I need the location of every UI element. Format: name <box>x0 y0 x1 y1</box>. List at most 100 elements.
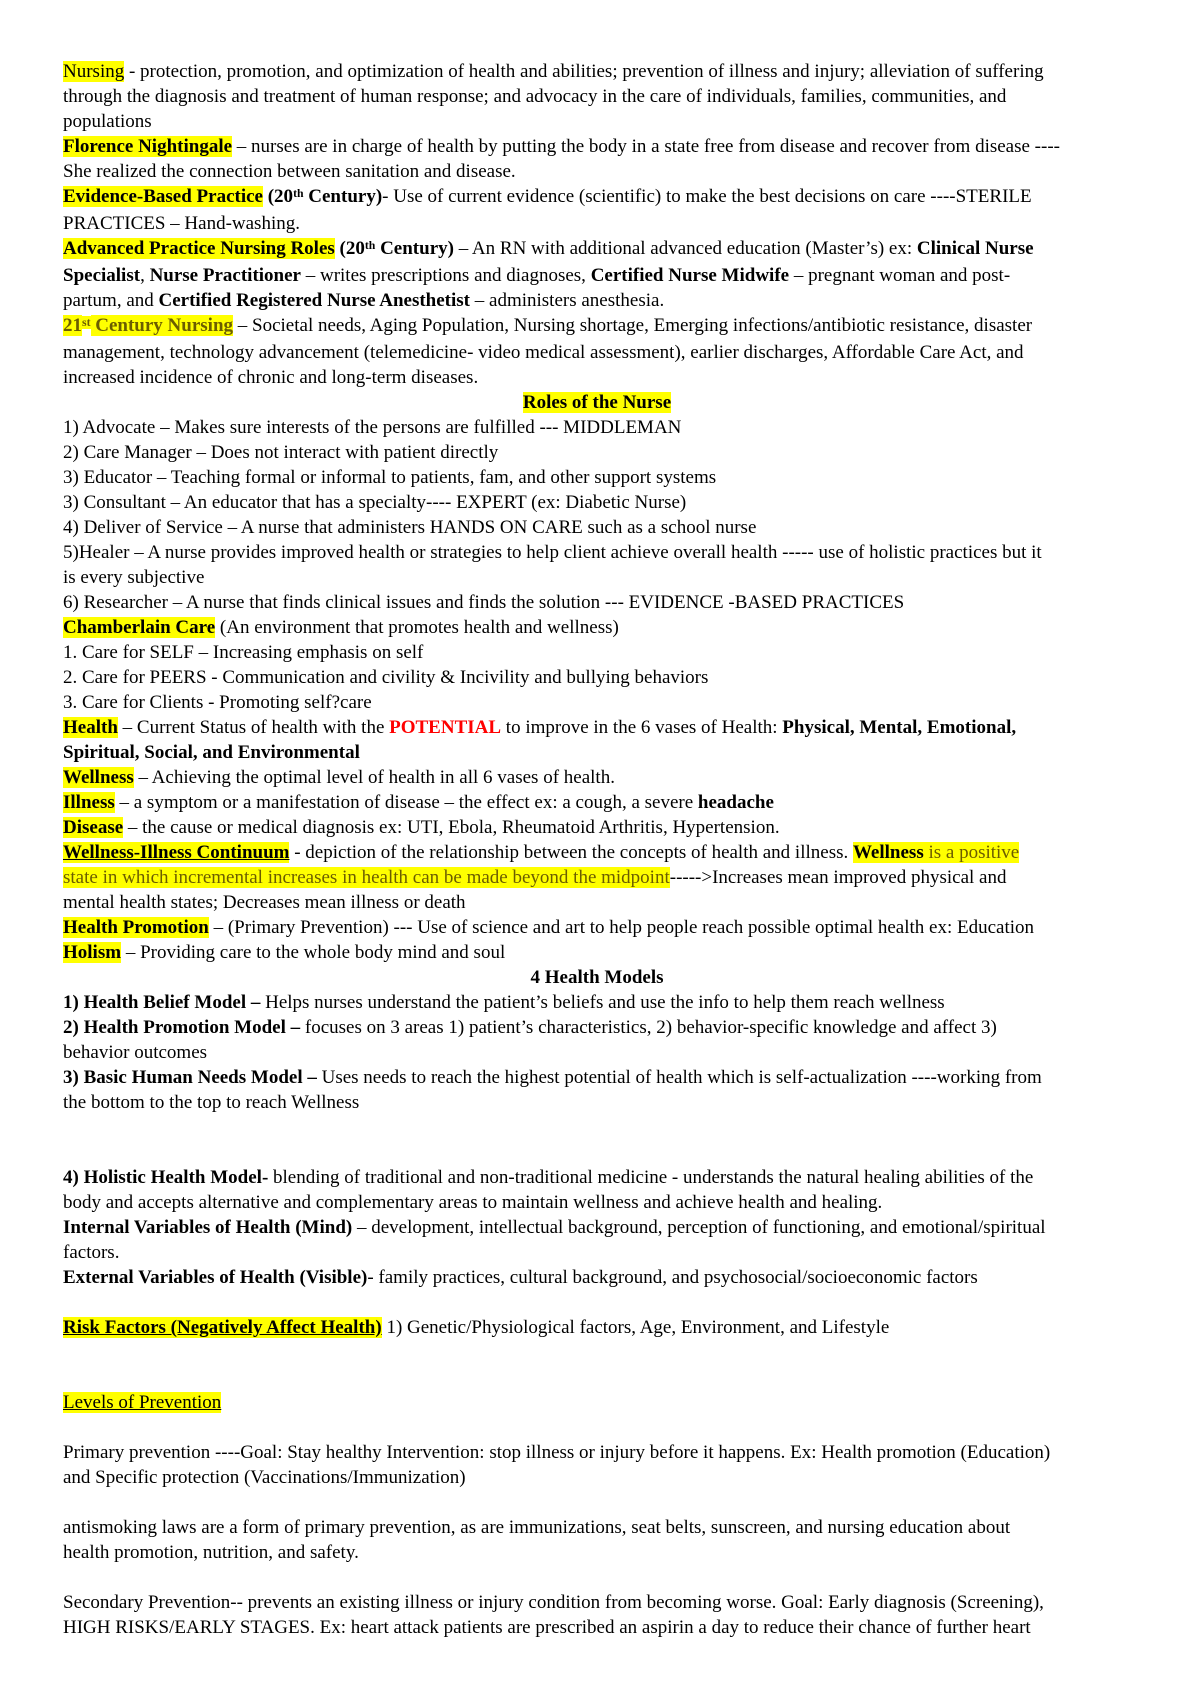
text-run: – the cause or medical diagnosis ex: UTI… <box>123 817 780 838</box>
text-run: state in which incremental increases in … <box>63 867 670 888</box>
text-line: Chamberlain Care (An environment that pr… <box>63 615 1131 640</box>
text-run: the bottom to the top to reach Wellness <box>63 1092 360 1113</box>
text-run: – administers anesthesia. <box>470 290 665 311</box>
text-run: – writes prescriptions and diagnoses, <box>300 265 591 286</box>
text-run: Internal Variables of Health (Mind) <box>63 1217 353 1238</box>
text-run: Helps nurses understand the patient’s be… <box>260 992 945 1013</box>
text-run: through the diagnosis and treatment of h… <box>63 86 1007 107</box>
text-line: populations <box>63 109 1131 134</box>
text-line: is every subjective <box>63 565 1131 590</box>
text-run: Disease <box>63 817 124 838</box>
text-run: , <box>140 265 150 286</box>
text-run: 3) Consultant – An educator that has a s… <box>63 492 687 513</box>
text-run: Physical, Mental, Emotional, <box>782 717 1017 738</box>
text-line: Spiritual, Social, and Environmental <box>63 740 1131 765</box>
text-line: Evidence-Based Practice (20th Century)- … <box>63 184 1131 211</box>
text-run: Century) <box>303 186 383 207</box>
text-run: Century Nursing <box>90 315 234 336</box>
text-line: 3) Educator – Teaching formal or informa… <box>63 465 1131 490</box>
text-run: - depiction of the relationship between … <box>289 842 853 863</box>
text-line: 3) Basic Human Needs Model – Uses needs … <box>63 1065 1131 1090</box>
text-run: – (Primary Prevention) --- Use of scienc… <box>208 917 1035 938</box>
text-run: She realized the connection between sani… <box>63 161 516 182</box>
text-run: Wellness <box>63 767 134 788</box>
blank-line <box>63 1115 1131 1140</box>
text-line: behavior outcomes <box>63 1040 1131 1065</box>
text-run: Uses needs to reach the highest potentia… <box>316 1067 1042 1088</box>
text-line: She realized the connection between sani… <box>63 159 1131 184</box>
text-run: – a symptom or a manifestation of diseas… <box>114 792 698 813</box>
text-run: – Societal needs, Aging Population, Nurs… <box>233 315 1033 336</box>
text-run: 4) Deliver of Service – A nurse that adm… <box>63 517 757 538</box>
text-line: Wellness – Achieving the optimal level o… <box>63 765 1131 790</box>
blank-line <box>63 1565 1131 1590</box>
text-line: antismoking laws are a form of primary p… <box>63 1515 1131 1540</box>
text-line: Secondary Prevention-- prevents an exist… <box>63 1590 1131 1615</box>
text-line: Risk Factors (Negatively Affect Health) … <box>63 1315 1131 1340</box>
text-run: body and accepts alternative and complem… <box>63 1192 883 1213</box>
text-run: and Specific protection (Vaccinations/Im… <box>63 1467 466 1488</box>
text-run: - family practices, cultural background,… <box>367 1267 978 1288</box>
text-line: 4) Deliver of Service – A nurse that adm… <box>63 515 1131 540</box>
text-run: - Use of current evidence (scientific) t… <box>382 186 1032 207</box>
text-run: Roles of the Nurse <box>522 392 672 413</box>
text-run: – development, intellectual background, … <box>352 1217 1046 1238</box>
blank-line <box>63 1490 1131 1515</box>
text-run: blending of traditional and non-traditio… <box>268 1167 1034 1188</box>
blank-line <box>63 1290 1131 1315</box>
text-run: is a positive <box>923 842 1020 863</box>
text-line: Florence Nightingale – nurses are in cha… <box>63 134 1131 159</box>
text-run: st <box>82 315 91 329</box>
text-run: 2. Care for PEERS - Communication and ci… <box>63 667 709 688</box>
text-run: increased incidence of chronic and long-… <box>63 367 479 388</box>
text-run: Advanced Practice Nursing Roles <box>63 238 335 259</box>
text-line: 1. Care for SELF – Increasing emphasis o… <box>63 640 1131 665</box>
text-run: Secondary Prevention-- prevents an exist… <box>63 1592 1044 1613</box>
text-run: 2) Health Promotion Model – <box>63 1017 301 1038</box>
text-run: th <box>293 186 304 200</box>
text-run: 3) Educator – Teaching formal or informa… <box>63 467 717 488</box>
text-run: – pregnant woman and post- <box>789 265 1011 286</box>
text-line: 6) Researcher – A nurse that finds clini… <box>63 590 1131 615</box>
text-run: External Variables of Health (Visible) <box>63 1267 368 1288</box>
text-run: to improve in the 6 vases of Health: <box>501 717 783 738</box>
text-run: 21 <box>63 315 82 336</box>
text-line: state in which incremental increases in … <box>63 865 1131 890</box>
text-run: Spiritual, Social, and Environmental <box>63 742 360 763</box>
text-run: factors. <box>63 1242 120 1263</box>
text-line: 21st Century Nursing – Societal needs, A… <box>63 313 1131 340</box>
text-run: 6) Researcher – A nurse that finds clini… <box>63 592 905 613</box>
text-run: PRACTICES – Hand-washing. <box>63 213 300 234</box>
text-run: – Providing care to the whole body mind … <box>121 942 506 963</box>
text-run: mental health states; Decreases mean ill… <box>63 892 466 913</box>
text-line: Advanced Practice Nursing Roles (20th Ce… <box>63 236 1131 263</box>
text-line: the bottom to the top to reach Wellness <box>63 1090 1131 1115</box>
text-run: 5)Healer – A nurse provides improved hea… <box>63 542 1042 563</box>
text-run: (20 <box>262 186 294 207</box>
text-run: (An environment that promotes health and… <box>215 617 619 638</box>
text-run: HIGH RISKS/EARLY STAGES. Ex: heart attac… <box>63 1617 1031 1638</box>
text-run: Nurse Practitioner <box>149 265 301 286</box>
text-run: – Current Status of health with the <box>117 717 390 738</box>
text-run: Evidence-Based Practice <box>63 186 263 207</box>
text-line: Health Promotion – (Primary Prevention) … <box>63 915 1131 940</box>
text-run: is every subjective <box>63 567 205 588</box>
text-run: Specialist <box>63 265 141 286</box>
text-line: Primary prevention ----Goal: Stay health… <box>63 1440 1131 1465</box>
text-run: – An RN with additional advanced educati… <box>453 238 917 259</box>
text-line: Disease – the cause or medical diagnosis… <box>63 815 1131 840</box>
document-body: Nursing - protection, promotion, and opt… <box>63 59 1131 1640</box>
text-line: through the diagnosis and treatment of h… <box>63 84 1131 109</box>
text-run: 3) Basic Human Needs Model – <box>63 1067 317 1088</box>
text-run: 4) Holistic Health Model- <box>63 1167 269 1188</box>
text-run: 1) Health Belief Model – <box>63 992 261 1013</box>
text-run: – Achieving the optimal level of health … <box>133 767 615 788</box>
text-run: 1) Genetic/Physiological factors, Age, E… <box>381 1317 890 1338</box>
text-line: 3. Care for Clients - Promoting self?car… <box>63 690 1131 715</box>
text-line: factors. <box>63 1240 1131 1265</box>
text-run: antismoking laws are a form of primary p… <box>63 1517 1011 1538</box>
text-run: - protection, promotion, and optimizatio… <box>124 61 1044 82</box>
text-run: th <box>364 238 376 252</box>
text-line: 4 Health Models <box>63 965 1131 990</box>
